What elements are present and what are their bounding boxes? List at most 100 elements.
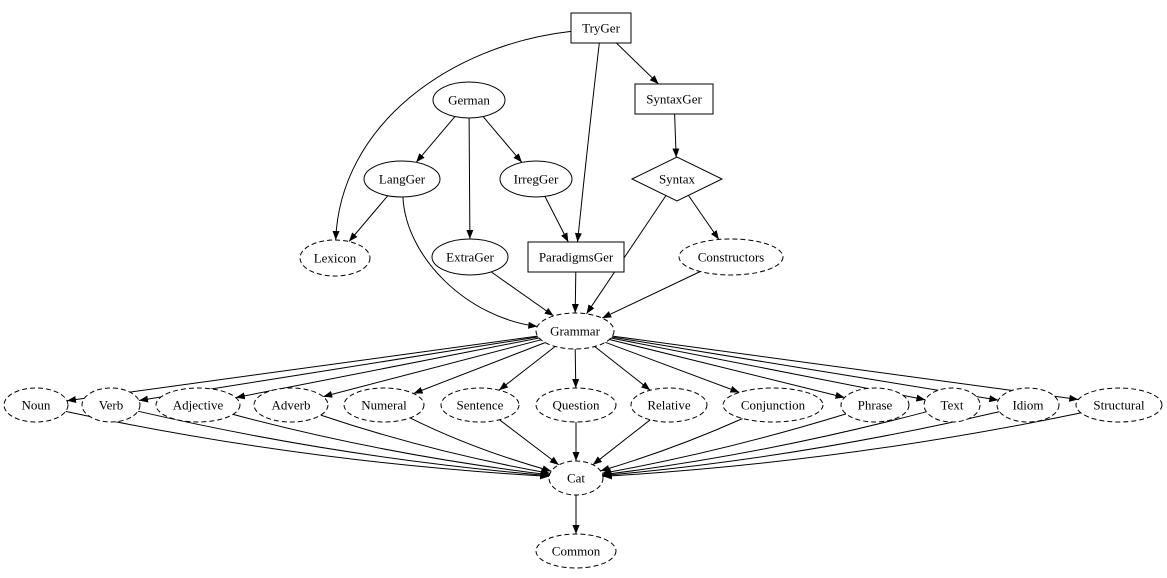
node-shape-ellipse-dashed — [535, 533, 617, 569]
node-irregger: IrregGer — [499, 160, 573, 198]
edge-grammar-noun — [66, 335, 538, 403]
node-shape-ellipse-dashed — [440, 387, 520, 423]
edge-german-extrager — [466, 117, 474, 240]
node-label-german: German — [448, 93, 490, 108]
node-shape-rect — [570, 12, 632, 44]
edge-numeral-cat — [409, 417, 552, 473]
edge-grammar-adjective — [235, 337, 540, 400]
edge-german-irregger — [482, 116, 523, 163]
node-label-noun: Noun — [22, 398, 51, 413]
edge-verb-cat — [137, 410, 550, 479]
edge-tryger-paradigmsger — [574, 42, 600, 243]
node-shape-ellipse-dashed — [722, 387, 824, 423]
node-shape-rect — [527, 241, 625, 273]
node-shape-ellipse — [431, 238, 509, 276]
node-label-paradigmsger: ParadigmsGer — [539, 250, 614, 265]
node-label-syntax: Syntax — [659, 172, 696, 187]
edge-grammar-phrase — [609, 339, 845, 399]
node-label-irregger: IrregGer — [514, 172, 559, 187]
node-shape-ellipse-dashed — [678, 238, 784, 276]
node-shape-ellipse-dashed — [548, 460, 604, 496]
edge-tryger-syntaxger — [616, 42, 659, 85]
node-label-syntaxger: SyntaxGer — [646, 92, 702, 107]
edge-grammar-sentence — [498, 346, 556, 391]
node-label-verb: Verb — [99, 398, 124, 413]
node-relative: Relative — [630, 387, 708, 423]
node-label-extrager: ExtraGer — [446, 250, 494, 265]
node-label-adjective: Adjective — [173, 398, 224, 413]
node-shape-ellipse-dashed — [155, 387, 241, 423]
node-shape-ellipse-dashed — [299, 239, 371, 277]
node-constructors: Constructors — [678, 238, 784, 276]
node-label-tryger: TryGer — [582, 21, 620, 36]
node-label-lexicon: Lexicon — [314, 251, 357, 266]
node-shape-ellipse-dashed — [535, 312, 615, 350]
edge-grammar-numeral — [413, 342, 546, 394]
node-label-relative: Relative — [647, 398, 691, 413]
edge-syntaxger-syntax — [672, 113, 680, 158]
node-cat: Cat — [548, 460, 604, 496]
edges-layer — [65, 30, 1082, 534]
edge-tryger-lexicon — [332, 30, 572, 241]
node-shape-diamond — [630, 156, 724, 202]
node-syntax: Syntax — [630, 156, 724, 202]
node-shape-ellipse-dashed — [1075, 387, 1163, 423]
node-adverb: Adverb — [253, 387, 329, 423]
node-label-constructors: Constructors — [698, 250, 764, 265]
node-label-common: Common — [552, 544, 601, 559]
node-verb: Verb — [81, 387, 141, 423]
node-label-phrase: Phrase — [858, 398, 893, 413]
node-german: German — [432, 81, 506, 119]
node-conjunction: Conjunction — [722, 387, 824, 423]
node-shape-ellipse-dashed — [840, 387, 910, 423]
node-tryger: TryGer — [570, 12, 632, 44]
node-label-sentence: Sentence — [457, 398, 504, 413]
node-text: Text — [923, 387, 981, 423]
node-sentence: Sentence — [440, 387, 520, 423]
edge-extrager-grammar — [490, 271, 554, 317]
edge-conjunction-cat — [600, 418, 743, 472]
edge-noun-cat — [65, 410, 550, 480]
node-extrager: ExtraGer — [431, 238, 509, 276]
node-shape-ellipse — [432, 81, 506, 119]
edge-phrase-cat — [601, 413, 847, 476]
node-structural: Structural — [1075, 387, 1163, 423]
edge-idiom-cat — [602, 411, 1000, 479]
edge-langger-lexicon — [348, 195, 389, 242]
edge-adverb-cat — [320, 414, 551, 476]
node-shape-ellipse — [363, 160, 441, 198]
node-label-adverb: Adverb — [272, 398, 311, 413]
edge-grammar-idiom — [611, 336, 999, 403]
node-noun: Noun — [3, 387, 69, 423]
node-lexicon: Lexicon — [299, 239, 371, 277]
node-shape-ellipse-dashed — [253, 387, 329, 423]
edge-grammar-conjunction — [605, 341, 740, 393]
edge-adjective-cat — [232, 413, 550, 478]
edge-grammar-question — [572, 348, 580, 389]
node-label-question: Question — [553, 398, 600, 413]
node-idiom: Idiom — [996, 387, 1060, 423]
edge-langger-grammar — [402, 196, 538, 329]
node-shape-ellipse-dashed — [81, 387, 141, 423]
node-label-text: Text — [941, 398, 964, 413]
edge-german-langger — [415, 116, 456, 163]
node-grammar: Grammar — [535, 312, 615, 350]
node-shape-ellipse-dashed — [535, 387, 617, 423]
node-label-grammar: Grammar — [550, 324, 600, 339]
node-numeral: Numeral — [343, 387, 425, 423]
node-common: Common — [535, 533, 617, 569]
node-question: Question — [535, 387, 617, 423]
node-shape-rect — [634, 83, 714, 115]
node-label-numeral: Numeral — [361, 398, 407, 413]
node-adjective: Adjective — [155, 387, 241, 423]
node-label-idiom: Idiom — [1012, 398, 1043, 413]
edge-text-cat — [602, 411, 927, 478]
node-shape-ellipse-dashed — [923, 387, 981, 423]
node-label-cat: Cat — [567, 471, 585, 486]
edge-syntax-constructors — [687, 195, 720, 240]
edge-paradigmsger-grammar — [571, 271, 579, 314]
node-shape-ellipse-dashed — [996, 387, 1060, 423]
